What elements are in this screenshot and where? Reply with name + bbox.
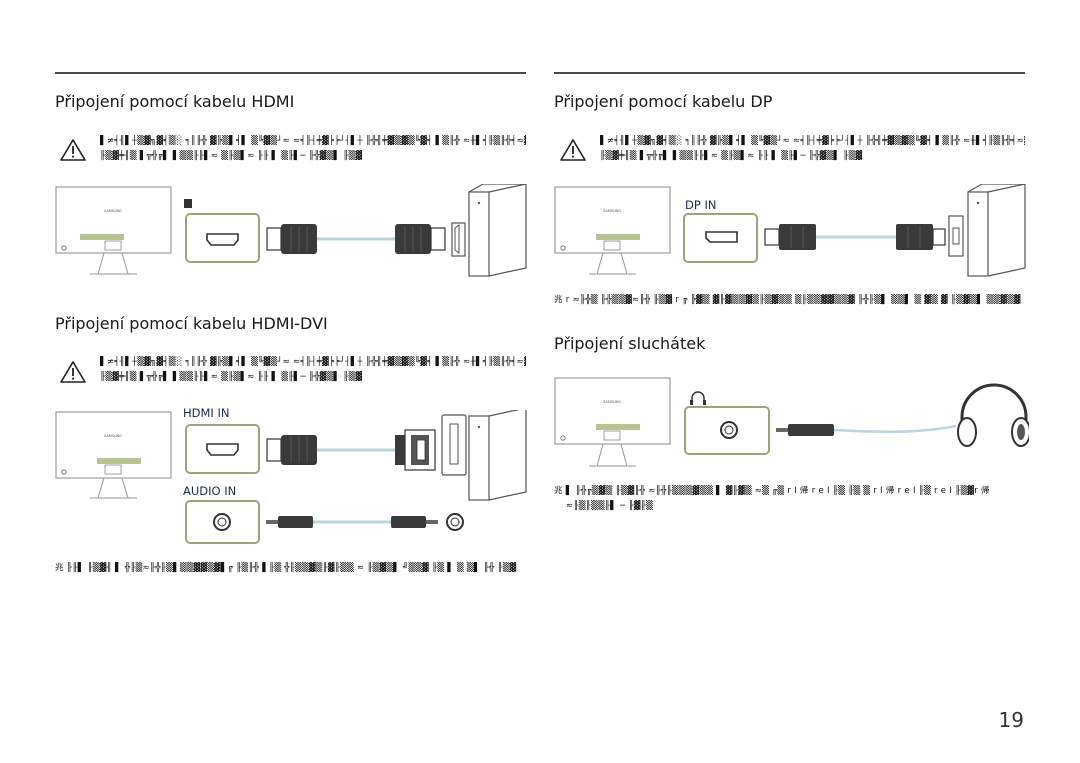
audio-in-label: AUDIO IN — [183, 484, 237, 498]
monitor-icon: SAMSUNG — [554, 377, 671, 467]
audio-plug-icon — [266, 516, 313, 528]
dp-connection-figure: SAMSUNG — [554, 184, 1026, 277]
warning-icon — [60, 139, 86, 161]
hdmi-plug-icon — [266, 224, 317, 254]
audio-port-icon — [185, 500, 260, 544]
headphones-connection-figure: SAMSUNG — [554, 377, 1029, 467]
dp-plug-icon — [764, 224, 816, 250]
hdmi-warning-line-2: ╟▒▓╪╢▒ ▌╦╬╔▌ ▌▒▒╟╟▌≈ ▒╟▒▌≈ ╟╟ ▌ ▒╟▌─ ╟╬▓… — [100, 151, 363, 161]
monitor-brand: SAMSUNG — [104, 434, 122, 438]
monitor-brand: SAMSUNG — [603, 209, 621, 213]
dp-warning-line-1: ▌≠╡╢▌┼▒▓╗▓╡▒░ ╕║╟╬ ▓╠▒▌╡▌ ▒╚▓▒┘≈ ≈╡╟┤╪▓╞… — [600, 136, 1025, 146]
hdmi-section-title: Připojení pomocí kabelu HDMI — [55, 92, 295, 111]
monitor-icon: SAMSUNG — [55, 186, 172, 275]
hdmi-dvi-section-title: Připojení pomocí kabelu HDMI-DVI — [55, 314, 328, 333]
hdmi-port-icon — [185, 213, 260, 263]
hdmi-warning-line-1: ▌≠╡╢▌┼▒▓╗▓╡▒░ ╕║╟╬ ▓╠▒▌╡▌ ▒╚▓▒┘≈ ≈╡╟┤╪▓╞… — [100, 136, 526, 146]
hdmi-in-label: HDMI IN — [183, 406, 230, 420]
pc-tower-icon — [441, 410, 527, 501]
headphone-port-glyph — [691, 391, 705, 402]
hdmi-dvi-warning-line-1: ▌≠╡╢▌┼▒▓╗▓╡▒░ ╕║╟╬ ▓╠▒▌╡▌ ▒╚▓▒┘≈ ≈╡╟┤╪▓╞… — [100, 357, 526, 367]
left-top-rule — [55, 72, 526, 74]
pc-tower-icon — [948, 184, 1026, 277]
dp-in-label: DP IN — [685, 198, 717, 212]
warning-icon — [560, 139, 586, 161]
monitor-brand: SAMSUNG — [104, 209, 122, 213]
headphones-note-line-2: ≈╟▒╟▒▒╟▌ ─ ╟▓╟▒ — [566, 501, 653, 511]
hdmi-port-marker — [184, 199, 192, 208]
monitor-brand: SAMSUNG — [603, 400, 621, 404]
hdmi-connection-figure: SAMSUNG — [55, 184, 527, 277]
hdmi-plug-icon-2 — [395, 224, 446, 254]
hdmi-dvi-note: 兆 ╟╟▌ ╟▒▓╢ ▌ ╬╟▒≈╟╬╟▒▌▒▒▓▓▒▓▌╔ ╟▒╟╬ ▌╟▒ … — [55, 563, 517, 573]
dvi-plug-icon — [395, 429, 436, 471]
dp-plug-icon-2 — [896, 224, 946, 250]
dp-port-icon — [683, 213, 758, 263]
headphones-note-line-1: 兆 ▌ ╟╬╔▒▓▒ ╟▒▓╟╬ ≈╟╬╟▒▒▒▓▒▒ ▌ ▓╟▓▒ ≈▒ ╔▒… — [554, 486, 990, 496]
monitor-icon: SAMSUNG — [55, 411, 172, 499]
audio-port-icon — [684, 406, 770, 455]
right-top-rule — [554, 72, 1025, 74]
audio-jack-icon — [446, 513, 464, 531]
hdmi-dvi-connection-figure: SAMSUNG — [55, 410, 527, 544]
headphones-icon — [957, 383, 1029, 447]
page-number: 19 — [998, 708, 1024, 732]
monitor-icon: SAMSUNG — [554, 186, 671, 275]
hdmi-plug-icon — [266, 435, 317, 465]
headphones-section-title: Připojení sluchátek — [554, 334, 706, 353]
pc-tower-icon — [451, 184, 527, 277]
hdmi-port-icon — [185, 424, 260, 474]
dp-warning-line-2: ╟▒▓╪╢▒ ▌╦╬╔▌ ▌▒▒╟╟▌≈ ▒╟▒▌≈ ╟╟ ▌ ▒╟▌─ ╟╬▓… — [600, 151, 863, 161]
dp-section-title: Připojení pomocí kabelu DP — [554, 92, 773, 111]
audio-plug-icon-2 — [391, 516, 438, 528]
warning-icon — [60, 361, 86, 383]
dp-note: 兆 r ≈╟╬▒ ╟╬▒▒▓≈╟╬ ╟▒▓ r ╔ ╠▓▒ ▓╟▓▒▒▓▒╟▒▓… — [554, 295, 1021, 305]
hdmi-dvi-warning-line-2: ╟▒▓╪╢▒ ▌╦╬╔▌ ▌▒▒╟╟▌≈ ▒╟▒▌≈ ╟╟ ▌ ▒╟▌─ ╟╬▓… — [100, 372, 363, 382]
audio-plug-icon — [776, 424, 834, 436]
